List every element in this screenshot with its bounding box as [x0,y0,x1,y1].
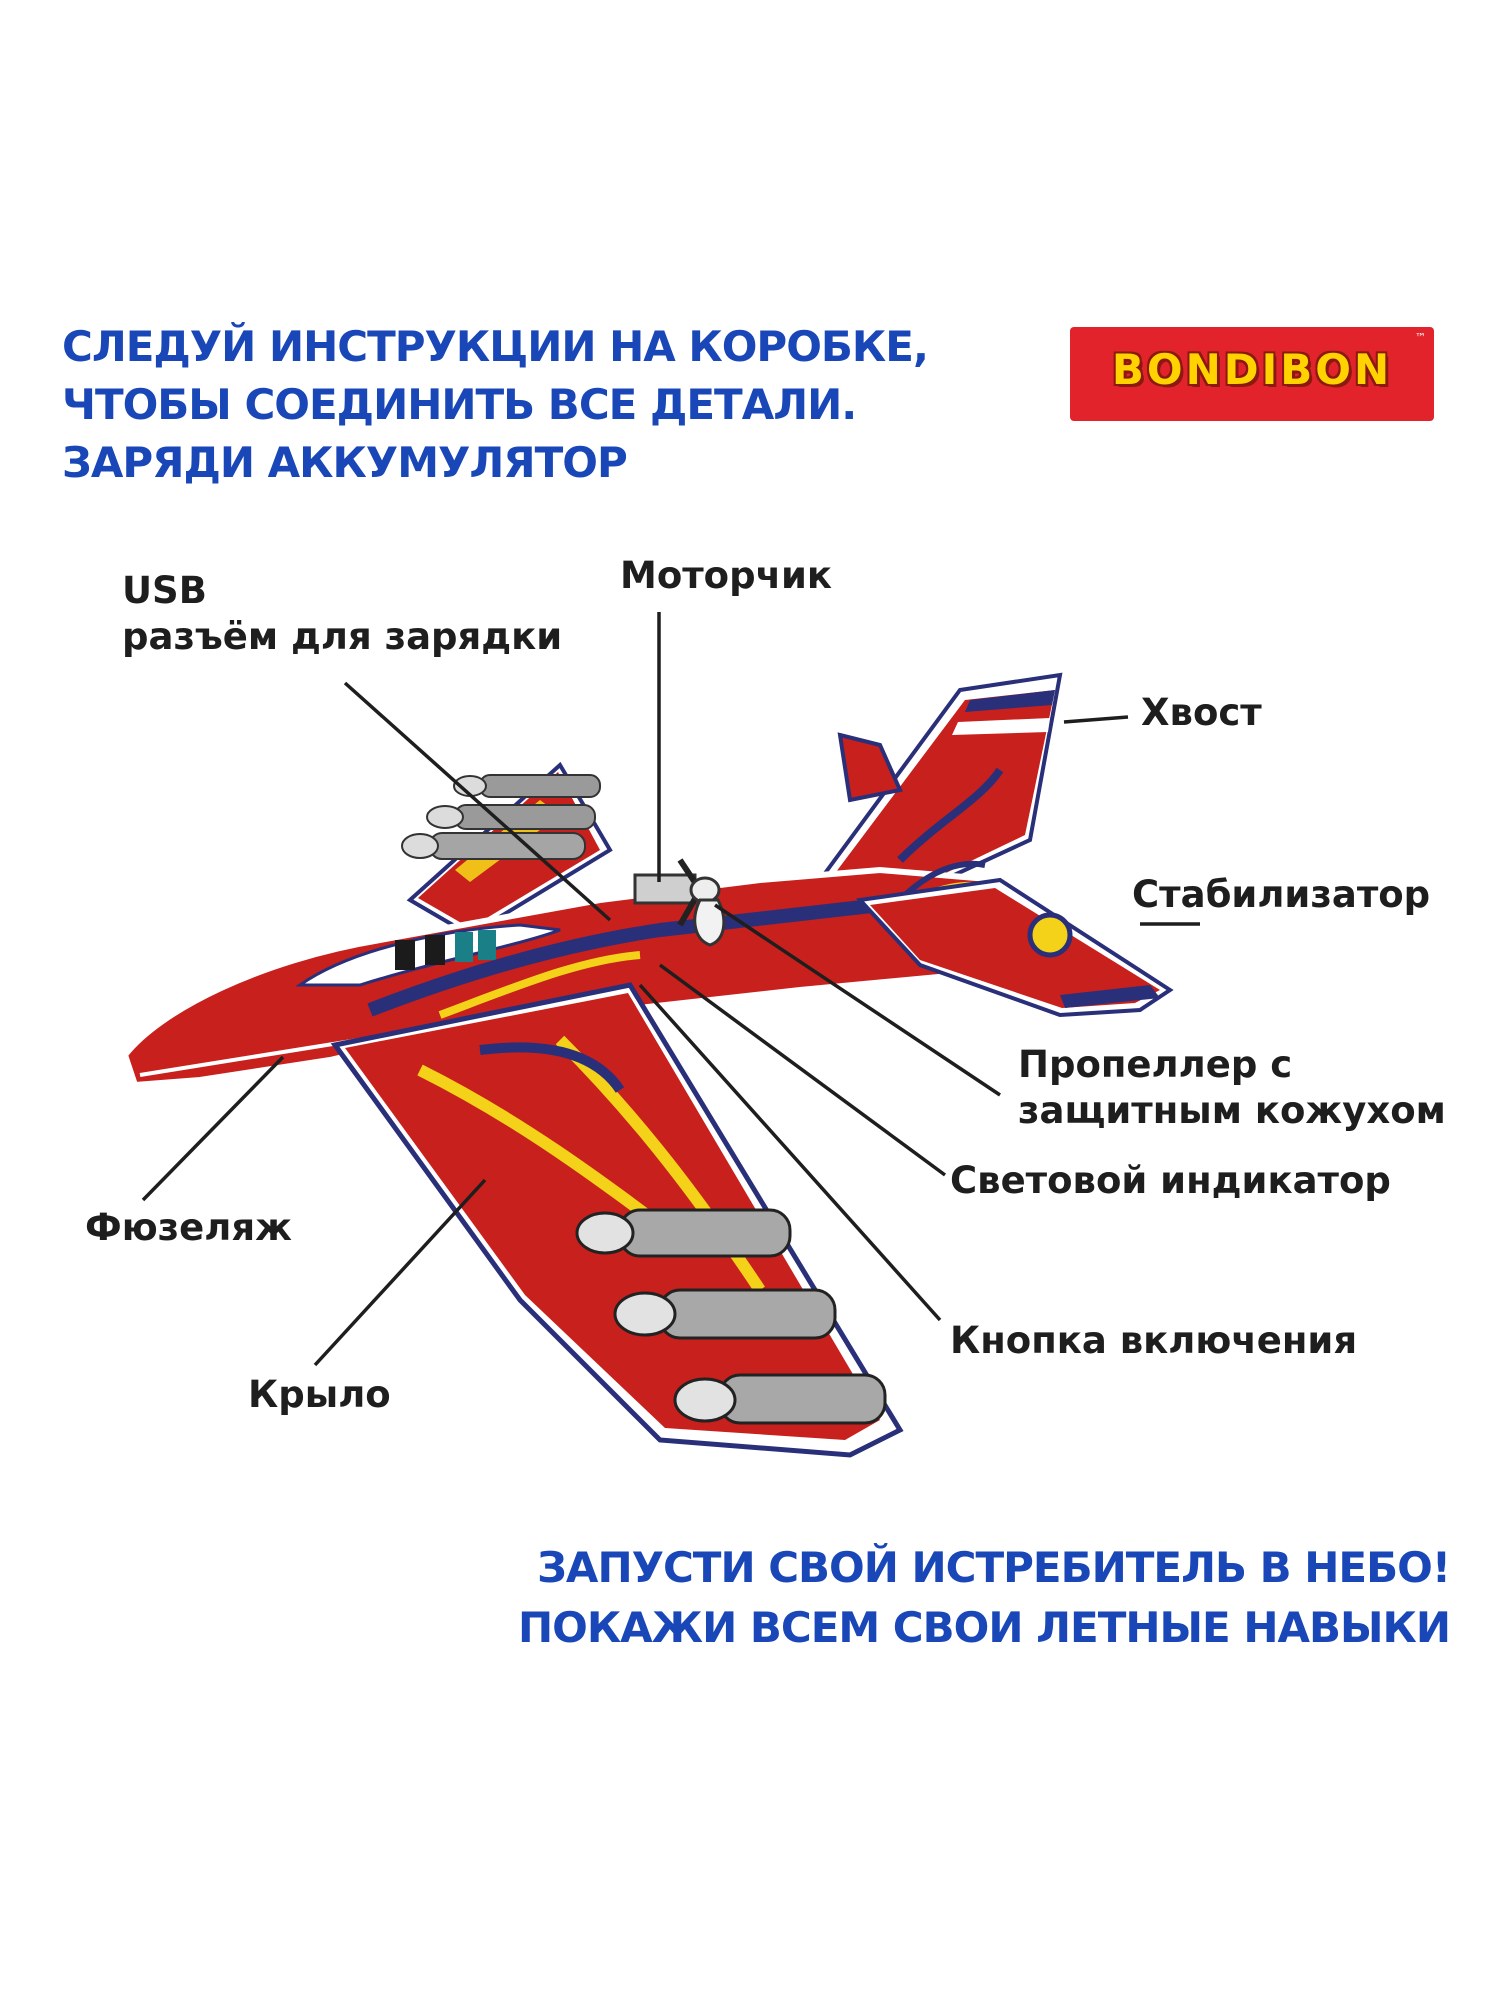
near-wing [330,982,904,1458]
launch-line-1: ЗАПУСТИ СВОЙ ИСТРЕБИТЕЛЬ В НЕБО! [537,1543,1451,1592]
launch-line-2: ПОКАЖИ ВСЕМ СВОИ ЛЕТНЫЕ НАВЫКИ [517,1603,1451,1652]
bondibon-logo: BONDIBON ™ [1070,327,1434,421]
instruction-line-1: СЛЕДУЙ ИНСТРУКЦИИ НА КОРОБКЕ, [62,322,929,371]
leader-fuselage [141,1055,285,1202]
tail-label: Хвост [1141,691,1262,734]
power-button-label: Кнопка включения [950,1319,1358,1362]
propeller-label: Пропеллер с защитным кожухом [1018,1042,1446,1134]
leader-propeller [714,903,1001,1097]
leader-wing [313,1178,487,1367]
near-wing-missiles [575,1208,887,1425]
motor-label: Моторчик [620,554,833,597]
usb-label-line-1: USB [122,569,207,612]
tail-fin [816,672,1063,903]
propeller-label-line-1: Пропеллер с [1018,1043,1293,1086]
wing-label: Крыло [248,1373,391,1416]
far-wing-missiles [401,774,601,860]
motor-propeller [633,858,726,947]
leader-lines [141,612,1200,1367]
logo-text: BONDIBON [1111,345,1393,394]
logo-trademark: ™ [1415,331,1426,344]
fuselage-label: Фюзеляж [85,1206,292,1249]
instruction-line-3: ЗАРЯДИ АККУМУЛЯТОР [62,438,628,487]
instruction-line-2: ЧТОБЫ СОЕДИНИТЬ ВСЕ ДЕТАЛИ. [62,380,857,429]
leader-indicator [658,963,947,1177]
indicator-label: Световой индикатор [950,1159,1391,1202]
leader-tail [1063,715,1129,724]
usb-label-line-2: разъём для зарядки [122,615,563,658]
leader-power [638,983,942,1322]
usb-label: USB разъём для зарядки [122,568,562,660]
stabilizer [855,877,1174,1018]
instruction-heading: СЛЕДУЙ ИНСТРУКЦИИ НА КОРОБКЕ, ЧТОБЫ СОЕД… [62,318,929,492]
stabilizer-label: Стабилизатор [1132,873,1431,916]
leader-usb [343,681,612,922]
propeller-label-line-2: защитным кожухом [1018,1089,1446,1132]
launch-heading: ЗАПУСТИ СВОЙ ИСТРЕБИТЕЛЬ В НЕБО! ПОКАЖИ … [517,1538,1451,1658]
